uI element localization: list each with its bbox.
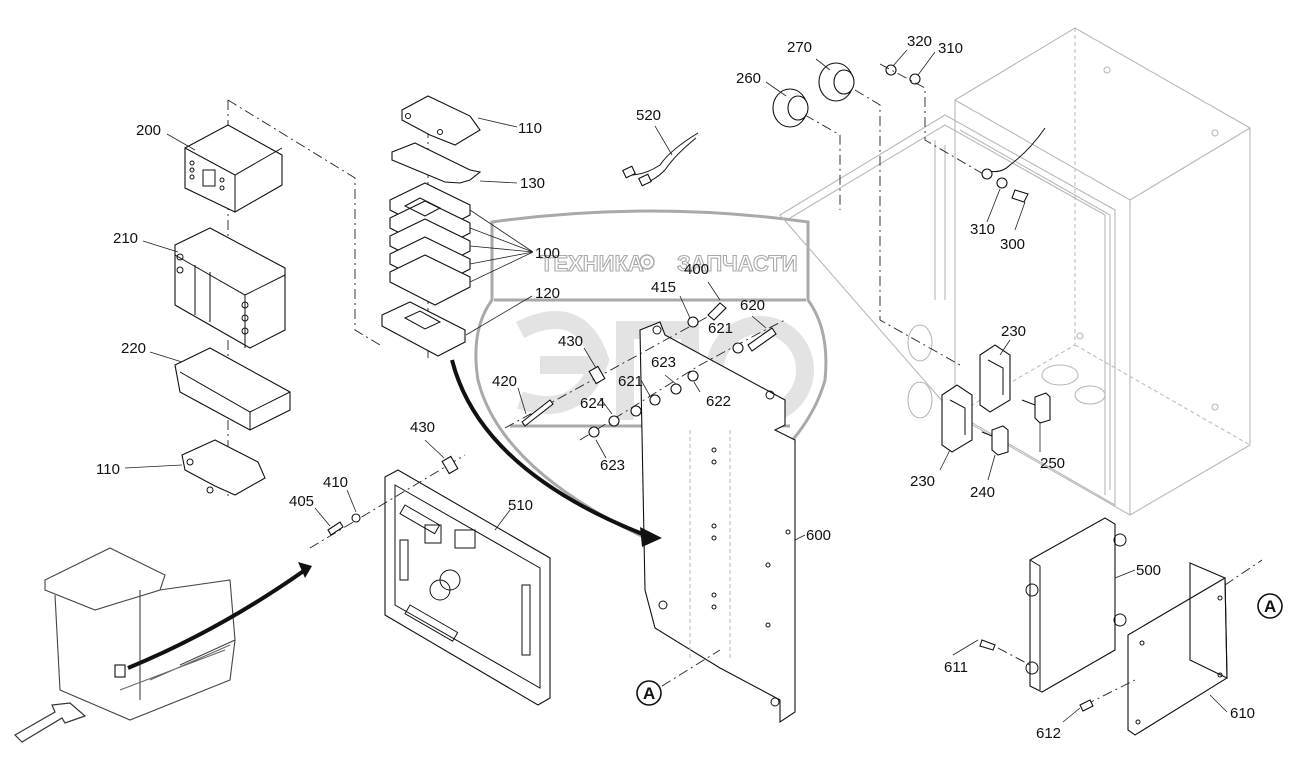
callout-622: 622 — [706, 393, 731, 410]
callout-624: 624 — [580, 395, 605, 412]
callout-430-lower: 430 — [410, 419, 435, 436]
part-110-end-clamp-left — [181, 439, 266, 496]
svg-text:A: A — [1264, 597, 1276, 616]
callout-110-left: 110 — [96, 461, 120, 478]
watermark-text-left: ТЕХНИКА — [540, 251, 644, 276]
callout-240: 240 — [970, 484, 995, 501]
callout-110-top: 110 — [518, 120, 542, 137]
vehicle-overview-illustration — [14, 547, 236, 743]
callout-415: 415 — [651, 279, 676, 296]
callout-430-upper: 430 — [558, 333, 583, 350]
callout-400: 400 — [684, 261, 709, 278]
part-200-contactor — [184, 124, 283, 213]
part-510-control-board — [309, 454, 551, 706]
callout-612: 612 — [1036, 725, 1061, 742]
callout-270: 270 — [787, 39, 812, 56]
part-500-control-unit — [1025, 517, 1127, 693]
part-230-contact-block-upper — [979, 344, 1011, 413]
callout-611: 611 — [944, 659, 968, 676]
callout-610: 610 — [1230, 705, 1255, 722]
part-405-410-screw-washer — [327, 513, 361, 536]
part-240-switch-element — [981, 425, 1009, 456]
callout-210: 210 — [113, 230, 138, 247]
detail-arrow-head — [640, 527, 662, 547]
callout-405: 405 — [289, 493, 314, 510]
callout-600: 600 — [806, 527, 831, 544]
callout-510: 510 — [508, 497, 533, 514]
part-520-wire-harness — [622, 132, 699, 187]
part-420-stud — [521, 399, 554, 427]
gear-icon — [639, 254, 655, 270]
callout-300: 300 — [1000, 236, 1025, 253]
part-610-bracket — [1084, 559, 1263, 736]
enclosure-box — [779, 27, 1251, 516]
callout-621-left: 621 — [618, 373, 643, 390]
callout-500: 500 — [1136, 562, 1161, 579]
reference-marker-a-left: A — [636, 649, 721, 706]
part-100-terminal-blocks — [389, 182, 471, 306]
part-220-module — [174, 347, 291, 431]
part-270-grommet — [818, 62, 961, 366]
callout-310-top: 310 — [938, 40, 963, 57]
part-430-spacer — [588, 365, 606, 385]
callout-labels: 200 210 220 110 110 130 100 120 520 260 … — [96, 33, 1255, 742]
part-110-end-clamp-top — [401, 95, 481, 146]
part-120-end-bracket — [381, 301, 466, 357]
part-250-switch-element — [1021, 392, 1051, 424]
callout-520: 520 — [636, 107, 661, 124]
part-320-310-washers-top — [879, 63, 986, 176]
callout-320: 320 — [907, 33, 932, 50]
callout-620: 620 — [740, 297, 765, 314]
part-260-grommet — [772, 88, 841, 210]
location-arrow — [127, 568, 307, 670]
callout-310-lower: 310 — [970, 221, 995, 238]
callout-410: 410 — [323, 474, 348, 491]
ground-wire — [984, 127, 1046, 173]
leader-lines — [124, 49, 1228, 723]
callout-420: 420 — [492, 373, 517, 390]
callout-623-upper: 623 — [651, 354, 676, 371]
enclosure-door — [779, 114, 1116, 506]
svg-text:A: A — [643, 684, 655, 703]
callout-260: 260 — [736, 70, 761, 87]
plate-hardware — [504, 302, 786, 441]
callout-250: 250 — [1040, 455, 1065, 472]
callout-623-lower: 623 — [600, 457, 625, 474]
callout-621-right: 621 — [708, 320, 733, 337]
detail-arrow — [450, 359, 646, 537]
callout-220: 220 — [121, 340, 146, 357]
part-430-spacer-lower — [441, 455, 459, 475]
part-600-mounting-plate — [639, 321, 796, 724]
callout-230-upper: 230 — [1001, 323, 1026, 340]
location-arrow-head — [298, 562, 312, 578]
part-611-screw — [979, 639, 1031, 666]
callout-130: 130 — [520, 175, 545, 192]
callout-200: 200 — [136, 122, 161, 139]
part-130-end-plate — [391, 142, 482, 184]
watermark-text-right: ЗАПЧАСТИ — [677, 251, 798, 276]
part-230-contact-block-lower — [941, 384, 973, 453]
part-210-circuit-breaker — [174, 227, 286, 349]
view-direction-arrow — [14, 702, 87, 743]
part-310-300-screw — [981, 168, 1029, 203]
part-415-washer — [687, 316, 699, 328]
part-612-screw — [1079, 699, 1094, 712]
callout-100: 100 — [535, 245, 560, 262]
part-620-screw — [747, 327, 777, 352]
callout-120: 120 — [535, 285, 560, 302]
callout-230-lower: 230 — [910, 473, 935, 490]
reference-marker-a-right: A — [1257, 593, 1283, 619]
part-400-screw — [707, 302, 727, 321]
